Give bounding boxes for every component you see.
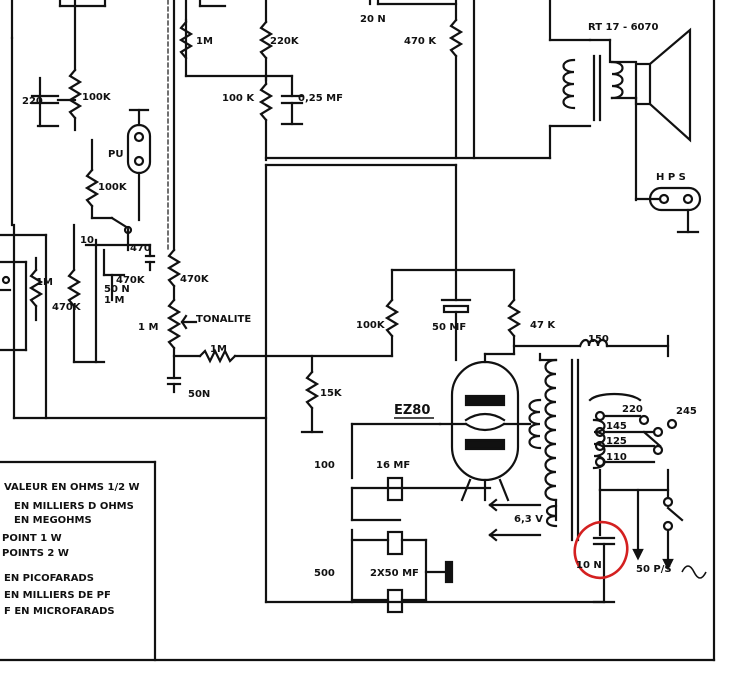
label-1m-d: 1 M [138,322,158,333]
legend-line-6: EN PICOFARADS [4,573,94,584]
label-2x50mf: 2X50 MF [370,568,419,579]
label-470k-a: 470 K [404,36,437,47]
label-50hz: 50 P/S [636,564,672,575]
legend-line-5: POINTS 2 W [2,548,69,559]
label-470k-d: 470K [52,302,82,313]
label-tonalite: TONALITE [196,314,251,325]
label-ez80: EZ80 [394,403,430,418]
highlight-circle [573,520,629,580]
legend-line-3: EN MEGOHMS [14,515,92,526]
label-150: 150 [588,334,609,345]
label-1m-a: 1M [196,36,213,47]
label-1m-c: 1M [36,277,53,288]
ac-symbol-icon [681,565,707,579]
label-470k-b: 470K [180,274,210,285]
label-1m-e: 1M [210,344,227,355]
label-t110: 110 [606,452,627,463]
label-025mf: 0,25 MF [298,93,343,104]
label-16mf: 16 MF [376,460,410,471]
label-220k: 220K [270,36,300,47]
label-c10: 10 [80,235,94,246]
label-10n: 10 N [576,560,602,571]
label-t245: 245 [676,406,697,417]
label-pu: PU [108,149,123,160]
label-15k: 15K [320,388,343,399]
label-c220: 220 [22,96,43,107]
legend-line-2: EN MILLIERS D OHMS [14,501,134,512]
label-hps: H P S [656,172,686,183]
label-63v: 6,3 V [514,514,543,525]
label-50mf: 50 MF [432,322,466,333]
label-100k-d: 100K [356,320,386,331]
label-rt: RT 17 - 6070 [588,22,658,33]
label-100k-b: 100 K [222,93,255,104]
label-t220: 220 [622,404,643,415]
label-50n: 50 N [104,284,130,295]
label-100k-c: 100K [98,182,128,193]
legend-line-8: F EN MICROFARADS [4,606,115,617]
legend-line-4: POINT 1 W [2,533,62,544]
label-t145: 145 [606,421,627,432]
legend-line-7: EN MILLIERS DE PF [4,590,111,601]
label-470k-c: 470K [116,275,146,286]
label-c470: 470 [130,243,151,254]
label-t125: 125 [606,436,627,447]
label-500: 500 [314,568,335,579]
label-50n-cap: 50N [188,389,210,400]
label-1m-b: 1 M [104,295,124,306]
label-20n: 20 N [360,14,386,25]
legend-line-1: VALEUR EN OHMS 1/2 W [4,482,140,493]
label-100: 100 [314,460,335,471]
label-47k: 47 K [530,320,556,331]
label-100k-a: 100K [82,92,112,103]
